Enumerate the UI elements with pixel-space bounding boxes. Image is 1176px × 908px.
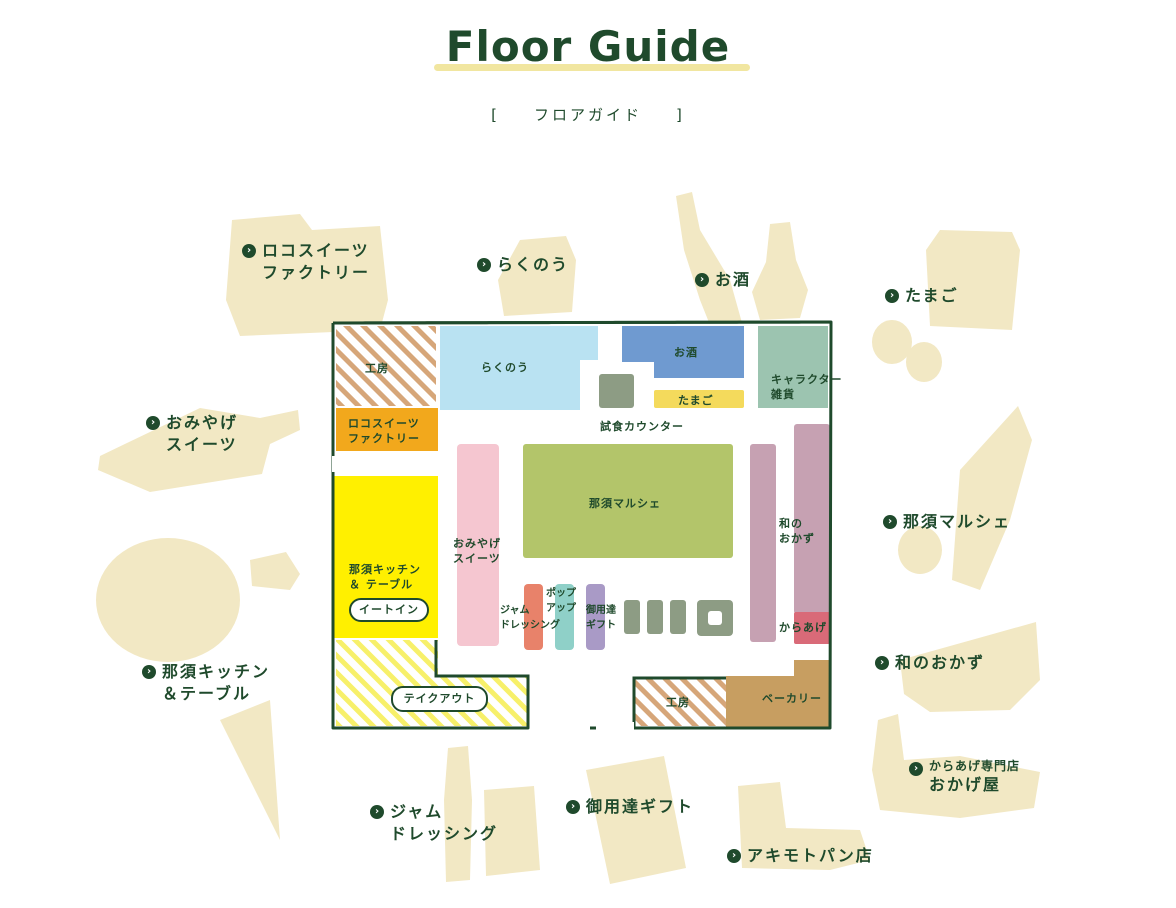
chevron-right-icon: ›: [883, 515, 897, 529]
page-subtitle: [ フロアガイド]: [0, 104, 1176, 125]
subtitle-text: フロアガイド: [533, 106, 642, 124]
link-omiyage-sweets[interactable]: › おみやげスイーツ: [146, 412, 238, 456]
link-jam-dressing[interactable]: › ジャムドレッシング: [370, 801, 498, 845]
zone-jam: [524, 584, 543, 650]
gift-box-illustration: [586, 756, 686, 884]
subtitle-bracket-close: ]: [676, 106, 685, 124]
link-akimoto-bakery[interactable]: › アキモトパン店: [727, 845, 874, 867]
header: Floor Guide: [0, 22, 1176, 71]
karaage-illustration: [872, 714, 1040, 818]
link-osake[interactable]: › お酒: [695, 269, 751, 291]
zone-osake: [622, 326, 744, 378]
illustrations: [96, 192, 1040, 884]
zone-koubou-2: [634, 678, 728, 726]
zone-karaage: [794, 612, 830, 644]
label-goyoutatsu: 御用達ギフト: [586, 605, 616, 631]
cake-illustration: [226, 214, 388, 336]
zone-counter: [647, 600, 663, 634]
label-koubou-2: 工房: [666, 696, 690, 709]
chevron-right-icon: ›: [142, 665, 156, 679]
chevron-right-icon: ›: [727, 849, 741, 863]
zone-popup: [555, 584, 574, 650]
label-rakunou: らくのう: [481, 361, 529, 374]
takeout-badge: テイクアウト: [391, 686, 488, 712]
sweets-box-illustration: [98, 408, 300, 492]
cone-illustration: [220, 700, 280, 840]
sake-bottle-illustration: [676, 192, 744, 340]
label-tasting-counter: 試食カウンター: [600, 420, 684, 433]
zone-nasu-marche: [523, 444, 733, 558]
label-koubou-1: 工房: [365, 362, 389, 375]
link-nasu-marche[interactable]: › 那須マルシェ: [883, 511, 1011, 533]
wine-bottle-illustration: [752, 222, 808, 320]
label-tamago: たまご: [678, 394, 714, 407]
bread-illustration: [738, 782, 870, 870]
vegetable-illustration: [952, 406, 1032, 590]
link-goyoutatsu-gift[interactable]: › 御用達ギフト: [566, 796, 694, 818]
label-rokoko: ロコスイーツファクトリー: [348, 417, 420, 445]
page-title-text: Floor Guide: [445, 22, 731, 71]
chevron-right-icon: ›: [875, 656, 889, 670]
zone-bakery: [726, 660, 830, 727]
label-wa-okazu: 和のおかず: [779, 517, 815, 545]
link-rakunou[interactable]: › らくのう: [477, 254, 569, 276]
floor-outer-wall: [331, 320, 833, 730]
page-title: Floor Guide: [433, 22, 751, 71]
zone-counter: [670, 600, 686, 634]
link-tamago[interactable]: › たまご: [885, 285, 959, 307]
link-nasu-kitchen[interactable]: › 那須キッチン＆テーブル: [142, 661, 270, 705]
zone-tamago: [654, 390, 744, 408]
zone-small-counter: [599, 374, 634, 408]
label-character: キャラクター雑貨: [771, 373, 843, 401]
egg-illustration: [906, 342, 942, 382]
zone-rakunou: [440, 326, 598, 410]
zone-counter: [624, 600, 640, 634]
chevron-right-icon: ›: [146, 416, 160, 430]
chevron-right-icon: ›: [909, 762, 923, 776]
chevron-right-icon: ›: [885, 289, 899, 303]
label-osake: お酒: [674, 346, 698, 359]
jam-jar-illustration: [484, 786, 540, 876]
chevron-right-icon: ›: [477, 258, 491, 272]
zone-character: [758, 326, 828, 408]
label-karaage: からあげ: [779, 621, 827, 634]
egg-illustration: [872, 320, 912, 364]
milk-illustration: [498, 236, 576, 316]
chevron-right-icon: ›: [242, 244, 256, 258]
label-bakery: ベーカリー: [762, 692, 822, 705]
jam-bottle-illustration: [444, 746, 472, 882]
onion-illustration: [898, 526, 942, 574]
link-rokoko-sweets[interactable]: › ロコスイーツファクトリー: [242, 240, 370, 284]
link-wa-okazu[interactable]: › 和のおかず: [875, 652, 985, 674]
egg-carton-illustration: [926, 230, 1020, 330]
label-popup: ポップアップ: [546, 588, 576, 614]
label-nasu-kitchen: 那須キッチン＆ テーブル: [349, 563, 421, 591]
zone-wa-okazu-2: [794, 424, 830, 614]
chevron-right-icon: ›: [566, 800, 580, 814]
label-nasu-marche: 那須マルシェ: [589, 497, 661, 510]
zone-rokoko: [336, 408, 438, 451]
chevron-right-icon: ›: [370, 805, 384, 819]
label-jam-dressing: ジャムドレッシング: [500, 605, 560, 631]
zone-omiyage: [457, 444, 499, 646]
label-omiyage: おみやげスイーツ: [453, 537, 501, 565]
bowl-illustration: [900, 622, 1040, 712]
pot-handle-illustration: [250, 552, 300, 590]
zone-gift: [586, 584, 605, 650]
pot-illustration: [96, 538, 240, 662]
link-karaage-okageya[interactable]: › からあげ専門店おかげ屋: [909, 758, 1020, 796]
subtitle-bracket-open: [: [491, 106, 500, 124]
floor-plan: [331, 320, 833, 732]
zone-koubou-1: [336, 326, 436, 406]
chevron-right-icon: ›: [695, 273, 709, 287]
zone-wa-okazu-1: [750, 444, 776, 642]
eat-in-badge: イートイン: [349, 598, 429, 622]
